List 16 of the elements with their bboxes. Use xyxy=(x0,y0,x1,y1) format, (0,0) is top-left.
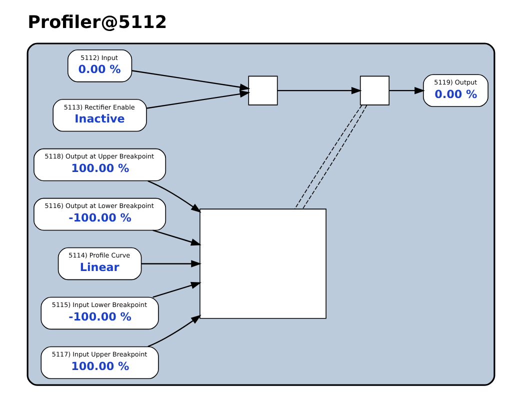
arrow xyxy=(277,86,362,94)
connector xyxy=(294,104,362,210)
arrow xyxy=(146,90,250,109)
arrow xyxy=(140,260,202,268)
connector xyxy=(302,104,367,210)
arrow xyxy=(147,314,201,348)
node-box xyxy=(248,76,278,106)
arrow xyxy=(131,70,250,91)
node-box xyxy=(199,208,326,319)
diagram-title: Profiler@5112 xyxy=(27,13,167,34)
node-box xyxy=(359,76,389,106)
cluster xyxy=(26,42,495,386)
arrow xyxy=(388,86,424,94)
arrow xyxy=(152,230,201,246)
arrow xyxy=(147,180,201,213)
arrow xyxy=(152,282,201,298)
